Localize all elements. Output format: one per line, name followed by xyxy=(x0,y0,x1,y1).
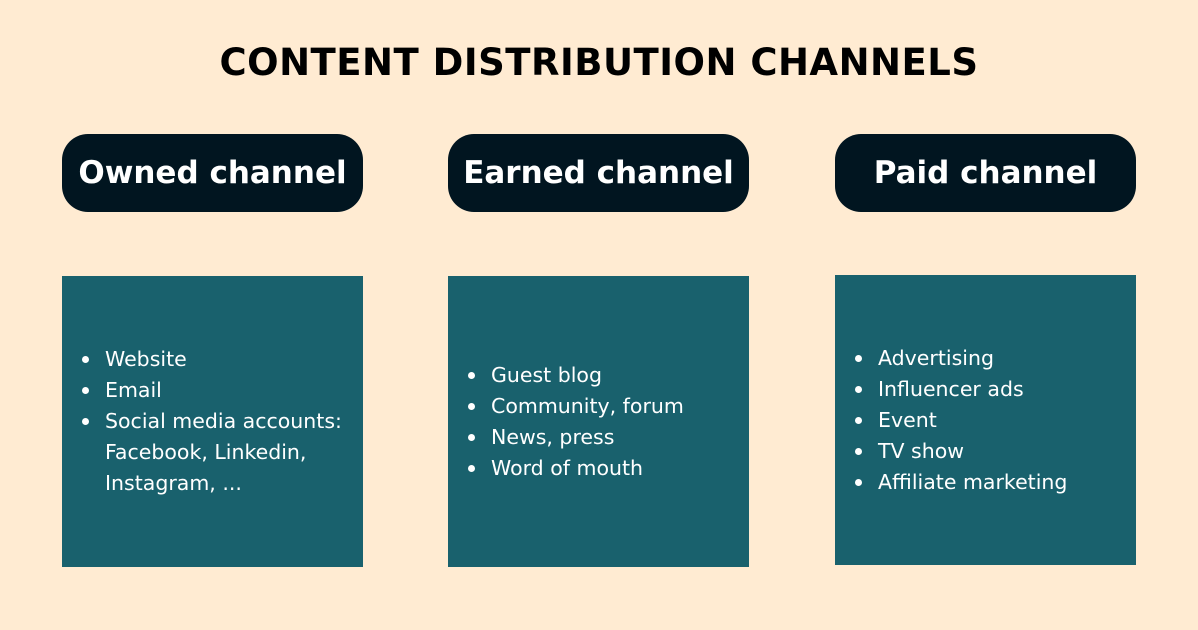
owned-channel-list: Website Email Social media accounts: Fac… xyxy=(78,344,342,499)
owned-channel-box: Website Email Social media accounts: Fac… xyxy=(62,276,363,567)
list-item: Influencer ads xyxy=(851,374,1067,405)
list-item: Website xyxy=(78,344,342,375)
list-item: Word of mouth xyxy=(464,453,684,484)
paid-channel-list: Advertising Influencer ads Event TV show… xyxy=(851,343,1067,498)
page-title: CONTENT DISTRIBUTION CHANNELS xyxy=(219,41,979,84)
owned-channel-heading: Owned channel xyxy=(62,134,363,212)
list-item: Event xyxy=(851,405,1067,436)
list-item: Email xyxy=(78,375,342,406)
list-item: Community, forum xyxy=(464,391,684,422)
list-item: Affiliate marketing xyxy=(851,467,1067,498)
list-item: Guest blog xyxy=(464,360,684,391)
list-item: News, press xyxy=(464,422,684,453)
earned-channel-box: Guest blog Community, forum News, press … xyxy=(448,276,749,567)
earned-channel-heading: Earned channel xyxy=(448,134,749,212)
earned-channel-list: Guest blog Community, forum News, press … xyxy=(464,360,684,484)
paid-channel-heading: Paid channel xyxy=(835,134,1136,212)
list-item: Social media accounts: Facebook, Linkedi… xyxy=(78,406,342,499)
paid-channel-box: Advertising Influencer ads Event TV show… xyxy=(835,275,1136,565)
list-item: Advertising xyxy=(851,343,1067,374)
list-item: TV show xyxy=(851,436,1067,467)
